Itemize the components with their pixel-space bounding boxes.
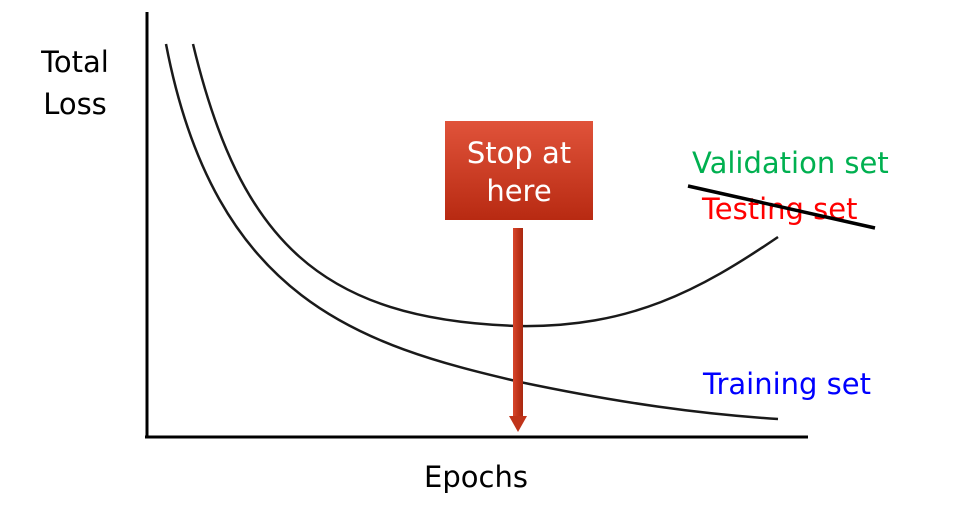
stop-arrow-shaft [513,228,523,416]
stop-arrow-head [509,416,527,432]
testing-set-strikethrough [687,184,876,230]
training-set-label: Training set [702,367,871,401]
testing-set-label: Testing set [701,192,858,226]
validation-curve [191,43,779,328]
y-axis-label-line1: Total [40,45,109,79]
y-axis-label-line2: Loss [43,87,107,121]
stop-text-line2: here [486,174,551,208]
stop-box [445,121,593,220]
validation-set-label: Validation set [692,146,889,180]
stop-text-line1: Stop at [467,136,571,170]
x-axis-label: Epochs [424,460,528,494]
training-curve [164,43,779,421]
